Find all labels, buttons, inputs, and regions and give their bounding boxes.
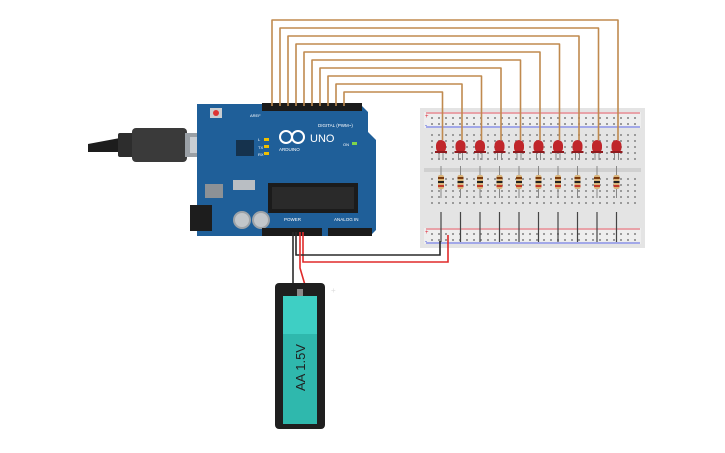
- led[interactable]: [435, 140, 447, 160]
- power-jack: [190, 205, 212, 231]
- signal-wire: [287, 35, 580, 140]
- resistor[interactable]: [477, 166, 483, 198]
- resistor[interactable]: [574, 166, 581, 198]
- digital-header-strip: [262, 103, 362, 111]
- signal-wire: [279, 27, 600, 140]
- signal-wire: [303, 51, 541, 140]
- signal-wire: [343, 91, 444, 140]
- resistor[interactable]: [438, 166, 444, 198]
- power-header-strip: [262, 228, 322, 236]
- led[interactable]: [610, 140, 623, 160]
- battery-label: AA 1.5V: [293, 344, 308, 391]
- bb-plus-label-bottom: +: [425, 230, 429, 236]
- bb-minus-label-top: -: [425, 123, 427, 129]
- resistor[interactable]: [457, 166, 464, 198]
- arduino-logo-icon: [279, 130, 305, 144]
- resistor[interactable]: [555, 166, 561, 198]
- signal-wire: [311, 59, 522, 140]
- digital-header-label: DIGITAL (PWM~): [318, 123, 353, 128]
- arduino-board[interactable]: UNO ARDUINO DIGITAL (PWM~) POWER ANALOG …: [190, 103, 376, 236]
- tx-label: TX: [258, 145, 263, 150]
- signal-wire: [319, 67, 502, 140]
- battery-plus-label: +: [331, 286, 336, 295]
- resistor[interactable]: [496, 166, 503, 198]
- signal-wire: [295, 43, 561, 140]
- bb-minus-label-bottom: -: [425, 239, 427, 245]
- on-label: ON: [343, 142, 349, 147]
- battery-holder[interactable]: + AA 1.5V: [275, 283, 336, 429]
- analog-header-label: ANALOG IN: [334, 217, 359, 222]
- component-group: [435, 140, 623, 242]
- breadboard[interactable]: + - + -: [420, 108, 645, 248]
- uno-logo-text: UNO: [310, 133, 335, 145]
- resistor[interactable]: [594, 166, 600, 198]
- resistor[interactable]: [516, 166, 522, 198]
- led[interactable]: [552, 140, 564, 160]
- usb-cable: [88, 128, 215, 162]
- arduino-brand-text: ARDUINO: [279, 147, 300, 152]
- resistor[interactable]: [535, 166, 542, 198]
- signal-wire: [327, 75, 483, 140]
- aref-label: AREF: [250, 113, 261, 118]
- bb-plus-label-top: +: [425, 114, 429, 120]
- led[interactable]: [454, 140, 467, 160]
- signal-wire: [335, 83, 463, 140]
- battery-wire-red: [299, 232, 306, 286]
- power-header-label: POWER: [284, 217, 302, 222]
- wire-group: [271, 19, 619, 286]
- signal-wire: [271, 19, 619, 140]
- led[interactable]: [591, 140, 603, 160]
- l-label: L: [258, 137, 261, 142]
- led[interactable]: [493, 140, 506, 160]
- ground-wire-black: [295, 232, 441, 256]
- led[interactable]: [571, 140, 584, 160]
- led[interactable]: [513, 140, 525, 160]
- rx-label: RX: [258, 152, 264, 157]
- led[interactable]: [474, 140, 486, 160]
- led[interactable]: [532, 140, 545, 160]
- power-wire-red: [302, 232, 449, 263]
- resistor[interactable]: [613, 166, 620, 198]
- analog-header-strip: [328, 228, 372, 236]
